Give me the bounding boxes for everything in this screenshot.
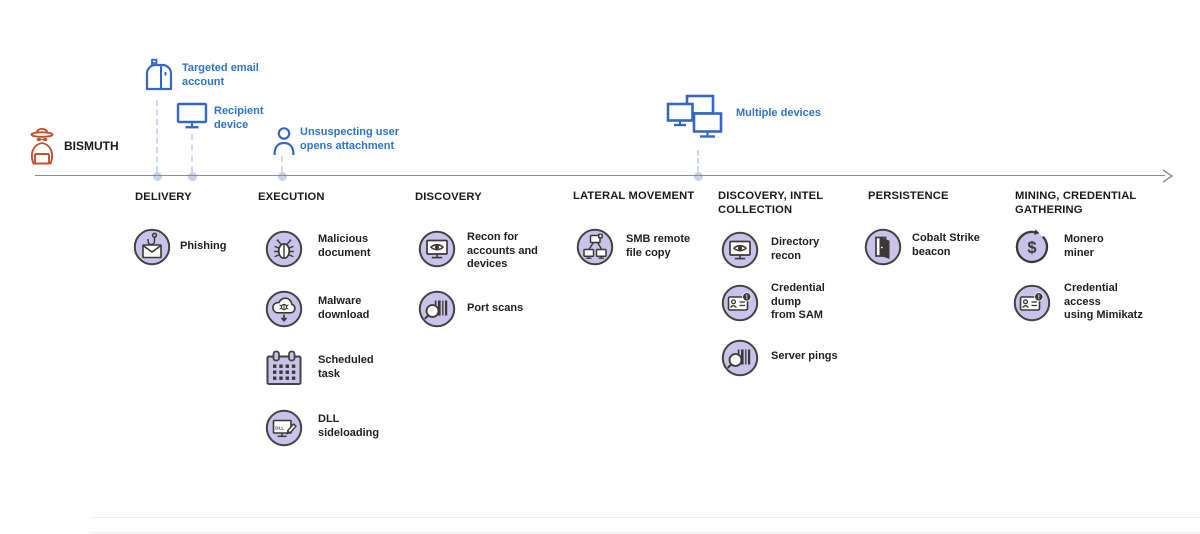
item-label: Phishing — [180, 240, 227, 252]
timeline-axis — [35, 175, 1165, 177]
door-icon — [864, 228, 902, 266]
column-header-lateral-movement: LATERAL MOVEMENT — [573, 190, 695, 202]
port-scan-icon — [418, 290, 456, 328]
item-label: Credential dump from SAM — [771, 282, 825, 321]
timeline-arrowhead-icon — [1162, 169, 1174, 183]
monitor-eye-icon — [418, 230, 456, 268]
column-header-execution: EXECUTION — [258, 191, 325, 203]
mailbox-icon — [145, 58, 173, 92]
connector-line — [191, 134, 193, 172]
column-header-discovery-intel: DISCOVERY, INTEL COLLECTION — [718, 190, 824, 216]
connector-line — [697, 150, 699, 172]
item-label: Server pings — [771, 350, 838, 362]
column-header-persistence: PERSISTENCE — [868, 190, 949, 202]
calendar-icon — [265, 350, 303, 386]
id-card-alert-icon — [1013, 284, 1051, 322]
malware-download-icon — [265, 290, 303, 328]
divider — [90, 532, 1200, 533]
item-label: Recon for accounts and devices — [467, 231, 538, 270]
network-copy-icon — [576, 228, 614, 266]
item-label: Credential access using Mimikatz — [1064, 282, 1143, 321]
multiple-devices-icon — [666, 94, 728, 148]
person-icon — [272, 126, 296, 156]
column-header-delivery: DELIVERY — [135, 191, 192, 203]
item-label: Directory recon — [771, 236, 820, 262]
connector-line — [281, 156, 283, 172]
connector-line — [156, 100, 158, 172]
unsuspecting-user-label: Unsuspecting user opens attachment — [300, 126, 400, 152]
recipient-device-label: Recipient device — [214, 105, 264, 131]
column-header-discovery: DISCOVERY — [415, 191, 482, 203]
divider — [90, 517, 1200, 518]
item-label: Cobalt Strike beacon — [912, 232, 980, 258]
item-label: Malicious document — [318, 233, 371, 259]
phishing-icon — [133, 228, 171, 266]
monitor-eye-icon — [721, 231, 759, 269]
monitor-icon — [176, 102, 208, 130]
item-label: SMB remote file copy — [626, 233, 691, 259]
bug-icon — [265, 230, 303, 268]
item-label: Malware download — [318, 295, 370, 321]
item-label: DLL sideloading — [318, 413, 380, 439]
id-card-alert-icon — [721, 284, 759, 322]
multiple-devices-label: Multiple devices — [736, 107, 821, 119]
dll-sideloading-icon — [265, 409, 303, 447]
dollar-cycle-icon — [1013, 228, 1051, 266]
targeted-email-label: Targeted email account — [182, 62, 259, 88]
column-header-mining: MINING, CREDENTIAL GATHERING — [1015, 190, 1137, 216]
port-scan-icon — [721, 339, 759, 377]
item-label: Port scans — [467, 302, 524, 314]
spy-icon — [21, 122, 63, 166]
item-label: Scheduled task — [318, 354, 374, 380]
item-label: Monero miner — [1064, 233, 1104, 259]
actor-label: BISMUTH — [64, 139, 119, 153]
